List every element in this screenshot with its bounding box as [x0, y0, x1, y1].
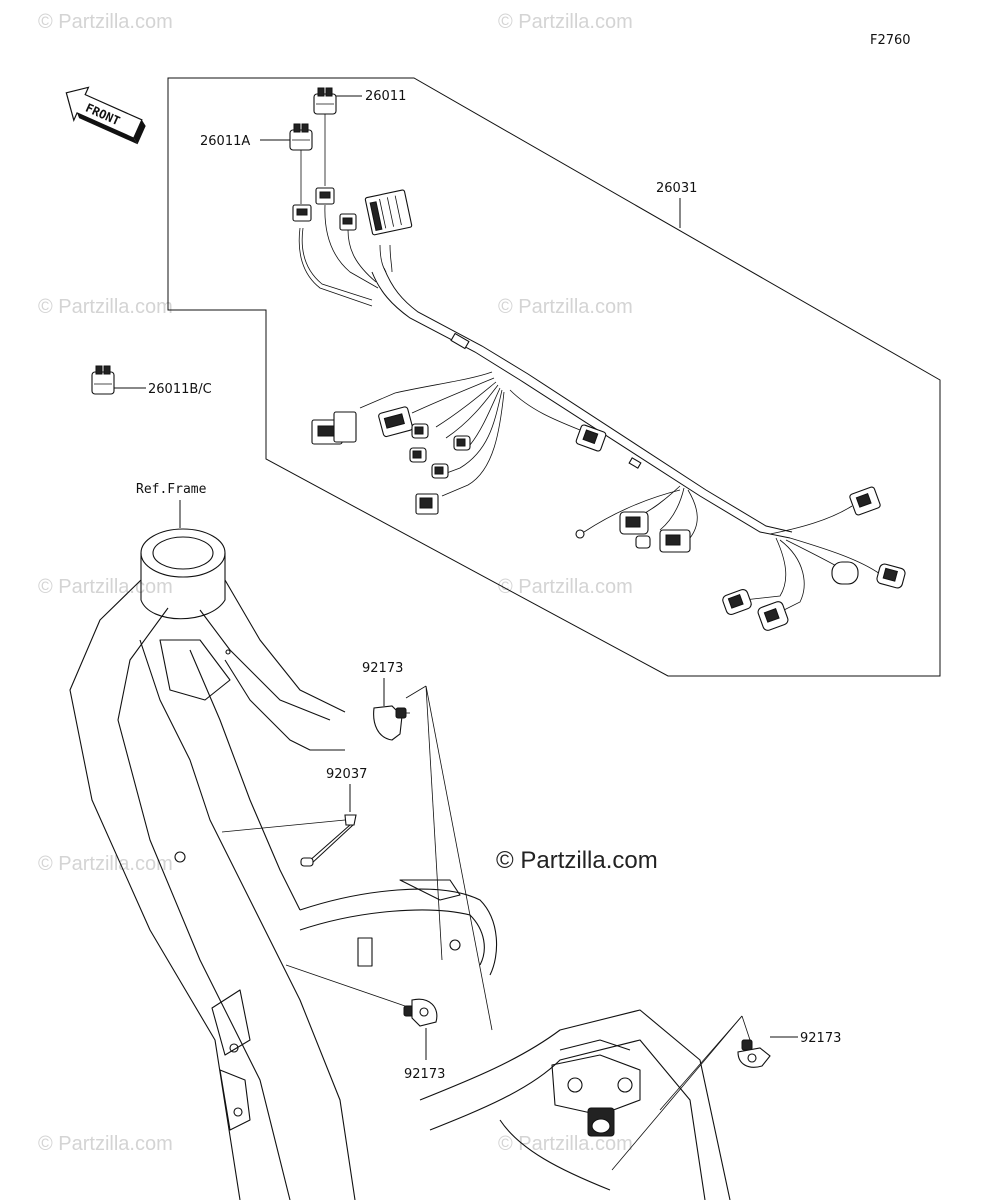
ref-frame-label: Ref.Frame: [136, 482, 207, 497]
connector-icon: [431, 463, 449, 479]
front-arrow-icon: FRONT: [65, 86, 146, 145]
watermark-text: © Partzilla.com: [38, 296, 173, 318]
part-number-label: 26031: [656, 181, 697, 196]
watermark-grid: © Partzilla.com © Partzilla.com © Partzi…: [38, 11, 633, 1155]
connector-icon: [292, 204, 312, 222]
part-number-label: 26011A: [200, 134, 250, 149]
connector-icon: [876, 563, 906, 589]
ref-frame: Ref.Frame: [69, 482, 731, 1200]
wiring-harness: [298, 204, 881, 613]
connector-icon: [409, 447, 427, 463]
connector-icon: [587, 1107, 615, 1137]
part-number-label: 92173: [362, 661, 403, 676]
connector-icon: [415, 493, 439, 515]
watermark-text: © Partzilla.com: [498, 296, 633, 318]
connector-icon: [339, 213, 357, 231]
clamp-icon: [373, 705, 410, 741]
connector-icon: [289, 123, 313, 151]
part-92173-bottom: 92173: [285, 964, 445, 1082]
watermark-text: © Partzilla.com: [498, 11, 633, 33]
connector-icon: [313, 87, 337, 115]
watermark-text: © Partzilla.com: [38, 11, 173, 33]
part-26011a: 26011A: [200, 123, 313, 204]
watermark-text: © Partzilla.com: [498, 1133, 633, 1155]
connector-icon: [453, 435, 471, 451]
part-number-label: 92173: [404, 1067, 445, 1082]
part-26011bc: 26011B/C: [91, 365, 212, 397]
part-number-label: 92173: [800, 1031, 841, 1046]
watermark-text: © Partzilla.com: [38, 853, 173, 875]
clamp-icon: [403, 998, 438, 1027]
connector-icon: [91, 365, 115, 395]
part-number-label: 92037: [326, 767, 367, 782]
connector-icon: [378, 406, 414, 438]
part-number-label: 26011B/C: [148, 382, 212, 397]
connector-icon: [315, 187, 335, 205]
connector-icon: [411, 423, 429, 439]
connector-icon: [849, 486, 881, 516]
connector-icon: [757, 601, 789, 631]
ring-terminal-icon: [575, 529, 585, 539]
connector-icon: [575, 424, 607, 452]
main-connector-icon: [364, 189, 413, 236]
part-92037: 92037: [221, 767, 367, 867]
watermark-text: © Partzilla.com: [38, 576, 173, 598]
part-26011: 26011: [313, 87, 406, 186]
connector-icon: [722, 589, 752, 615]
part-92173-top: 92173: [362, 661, 493, 1031]
part-26031: 26031: [656, 181, 697, 228]
part-number-label: 26011: [365, 89, 406, 104]
watermark-text: © Partzilla.com: [498, 576, 633, 598]
connector-icon: [831, 561, 859, 585]
part-92173-right: 92173: [611, 1015, 841, 1171]
watermark-text: © Partzilla.com: [38, 1133, 173, 1155]
connector-icon: [635, 535, 651, 549]
figure-id: F2760: [870, 33, 911, 48]
harness-group-outline: [167, 77, 941, 677]
connector-icon: [619, 511, 649, 535]
harness-connectors: [292, 187, 906, 631]
clamp-icon: [737, 1039, 771, 1068]
connector-icon: [311, 411, 357, 445]
strap-icon: [300, 814, 357, 867]
watermark-center: © Partzilla.com: [496, 847, 658, 874]
connector-icon: [659, 529, 691, 553]
